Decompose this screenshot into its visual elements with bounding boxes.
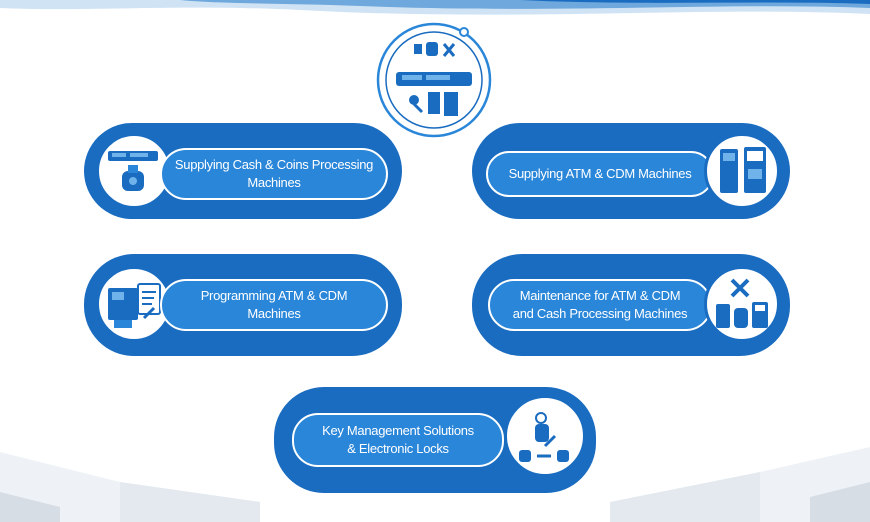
service-label-line2: & Electronic Locks <box>347 441 449 456</box>
services-collage-icon <box>376 22 492 138</box>
service-card-atm-cdm: Supplying ATM & CDM Machines <box>472 123 790 219</box>
top-decorative-band <box>0 0 870 15</box>
service-label-line2: Machines <box>247 306 301 321</box>
service-label-line1: Supplying ATM & CDM Machines <box>508 166 692 181</box>
bottom-decorative-band <box>0 447 870 522</box>
service-label-pill: Supplying ATM & CDM Machines <box>486 151 714 197</box>
service-card-programming: Programming ATM & CDM Machines <box>84 254 402 356</box>
keys-locks-icon <box>519 412 569 462</box>
service-label-line1: Programming ATM & CDM <box>200 288 348 303</box>
service-label-line2: and Cash Processing Machines <box>512 306 688 321</box>
atm-programming-icon <box>108 283 161 328</box>
hub-circle <box>374 20 494 140</box>
service-icon-circle <box>704 133 780 209</box>
maintenance-tools-icon <box>716 278 768 328</box>
service-label-line1: Key Management Solutions <box>322 423 474 438</box>
service-label-pill: Programming ATM & CDM Machines <box>160 279 388 331</box>
cash-counter-icon <box>108 151 158 191</box>
service-label-pill: Key Management Solutions & Electronic Loc… <box>292 413 504 467</box>
service-label-line2: Machines <box>247 175 301 190</box>
atm-cdm-icon <box>720 147 766 193</box>
service-card-key-management: Key Management Solutions & Electronic Loc… <box>274 387 596 493</box>
service-label-line1: Maintenance for ATM & CDM <box>519 288 681 303</box>
service-icon-circle <box>96 266 172 342</box>
service-icon-circle <box>504 395 586 477</box>
service-label-line1: Supplying Cash & Coins Processing <box>174 157 374 172</box>
service-icon-circle <box>704 266 780 342</box>
service-card-maintenance: Maintenance for ATM & CDM and Cash Proces… <box>472 254 790 356</box>
service-label-pill: Maintenance for ATM & CDM and Cash Proces… <box>488 279 712 331</box>
